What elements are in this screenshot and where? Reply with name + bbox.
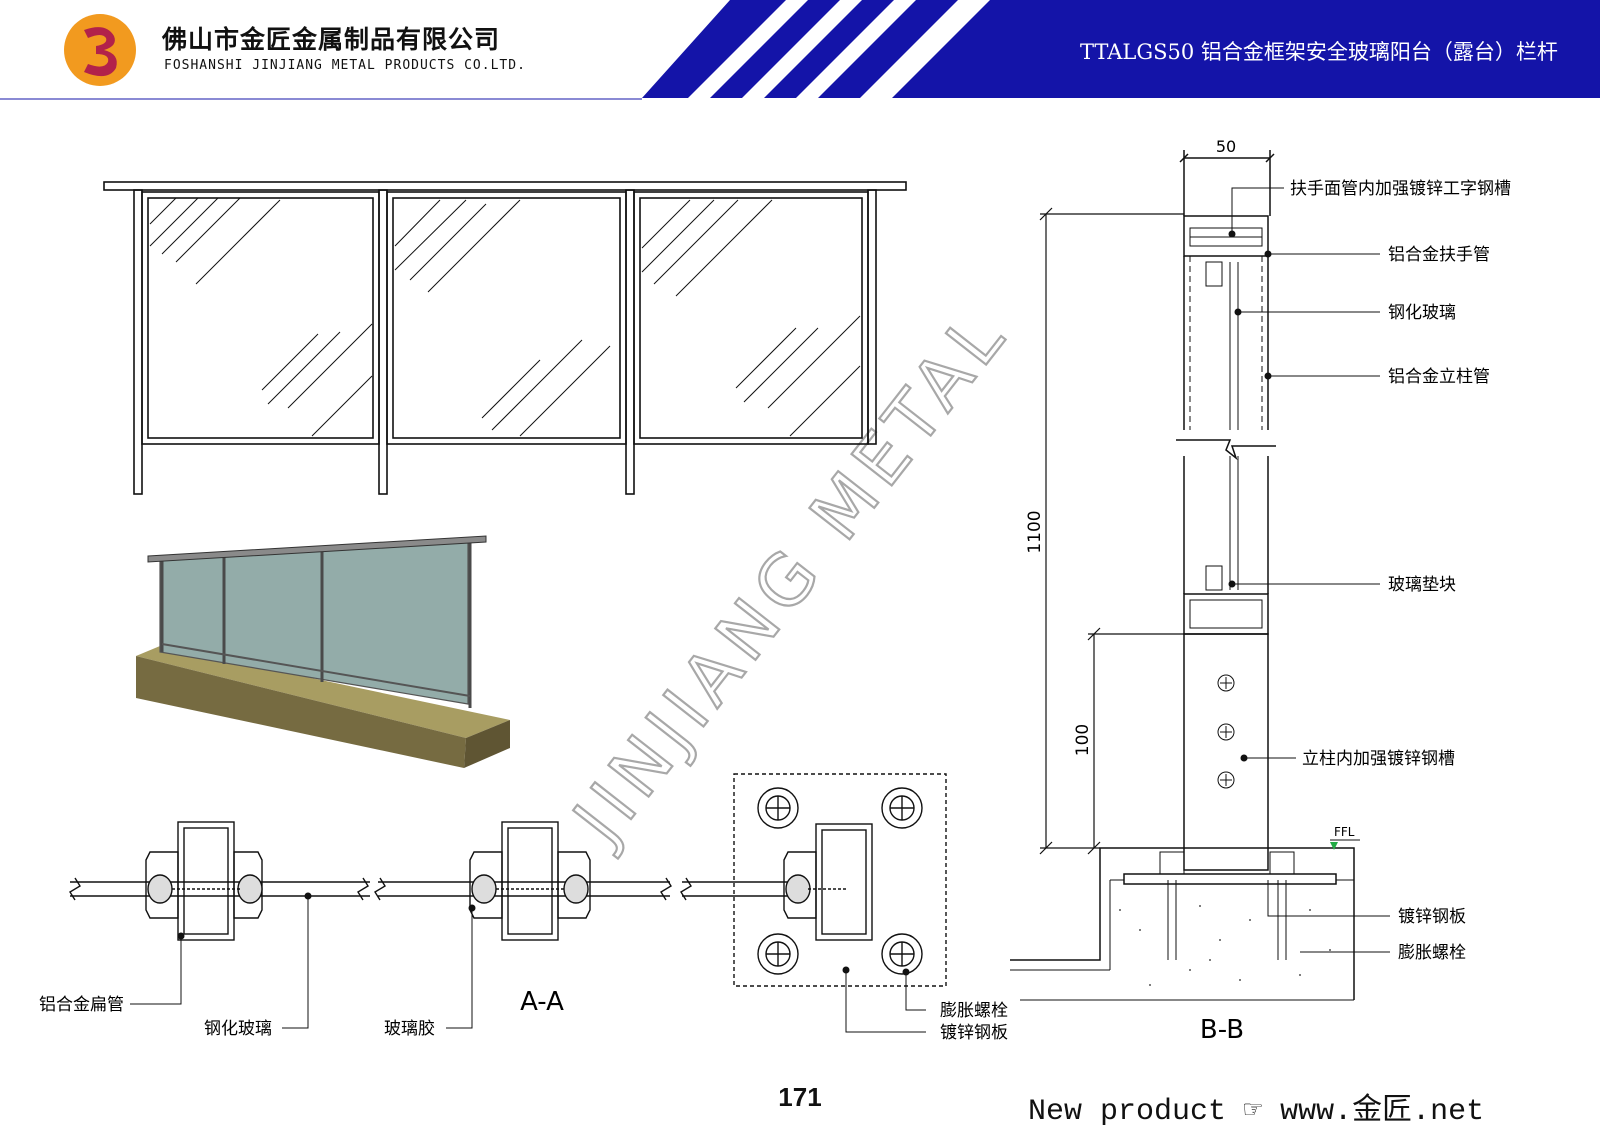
base-front [136,656,466,768]
perspective-view [136,535,510,768]
header-banner [0,0,1600,100]
flat-tube [177,821,235,941]
company-name-en: FOSHANSHI JINJIANG METAL PRODUCTS CO.LTD… [164,58,526,73]
label-i-beam: 扶手面管内加强镀锌工字钢槽 [1290,179,1511,199]
glass-sealant [471,874,497,904]
label-tempered-glass-aa: 钢化玻璃 [204,1019,272,1039]
ffl-label: FFL [1334,825,1355,839]
page-number: 171 [778,1082,822,1112]
footer-website-link[interactable]: New product ☞ www.金匠.net [1028,1095,1485,1129]
label-post-channel: 立柱内加强镀锌钢槽 [1302,749,1455,769]
glass-clip [233,851,263,919]
label-galvanized-plate-aa: 镀锌钢板 [940,1023,1008,1043]
glass-spacer [1205,565,1223,591]
banner-stripe [860,0,990,98]
base-end [464,720,510,768]
flat-tube [501,821,559,941]
label-handrail: 铝合金扶手管 [1388,245,1490,265]
flat-tube [815,823,873,941]
steel-channel [1183,633,1269,871]
glass-frame [141,191,380,445]
label-galvanized-plate-bb: 镀锌钢板 [1398,907,1466,927]
section-aa-leaders [130,896,926,1033]
page-header: 佛山市金匠金属制品有限公司 FOSHANSHI JINJIANG METAL P… [0,0,1600,100]
concrete-speckle [1119,905,1331,986]
label-glass-spacer: 玻璃垫块 [1388,575,1456,595]
perspective-posts [160,539,472,708]
bb-dimensions [1039,207,1184,855]
glass-clip [145,851,179,919]
section-aa-title: A-A [520,987,564,1017]
glass-sealant [147,874,173,904]
glass-pane [639,197,863,439]
glass-pane [392,197,621,439]
glass-pane [147,197,374,439]
label-expansion-bolt-bb: 膨胀螺栓 [1398,943,1466,963]
banner-stripe [742,0,862,98]
glass-frame [633,191,869,445]
dimension-width: 50 [1216,137,1236,156]
dimension-base: 100 [1073,724,1093,756]
glass-clip-top [1205,261,1223,287]
glass-sealant [785,874,811,904]
glass-clip [557,851,591,919]
glass-sealant [563,874,589,904]
dimension-height: 1100 [1025,510,1045,553]
base-plate [733,773,947,987]
section-aa-dots [177,892,910,976]
anchor-bolt [757,787,923,975]
post [378,189,388,495]
post [625,189,635,495]
base-top [136,646,510,738]
drawing-title: TTALGS50 铝合金框架安全玻璃阳台（露台）栏杆 [1080,40,1558,64]
handrail-tube [1183,215,1269,257]
section-bb [1010,150,1355,1001]
label-expansion-bolt-aa: 膨胀螺栓 [940,1001,1008,1021]
concrete-slab [1010,847,1355,1000]
company-name-cn: 佛山市金匠金属制品有限公司 [162,25,501,54]
perspective-handrail [147,535,487,563]
handrail [103,181,907,191]
label-tempered-glass-bb: 钢化玻璃 [1388,303,1456,323]
section-aa [69,773,947,987]
front-elevation [103,181,907,495]
glass-sealant [237,874,263,904]
post [133,189,143,495]
channel-screws [1217,674,1235,789]
banner-stripe [688,0,808,98]
banner-stripe [796,0,916,98]
ffl-marker-icon [1330,842,1338,850]
label-post-tube: 铝合金立柱管 [1388,367,1490,387]
technical-drawing: JINJIANG METAL [39,137,1511,1045]
label-glass-sealant: 玻璃胶 [384,1019,435,1039]
glass-clip [783,851,817,919]
section-bb-leaders [1231,187,1390,953]
section-bb-dots [1228,230,1272,762]
perspective-bottom-rail [161,643,471,697]
label-flat-tube: 铝合金扁管 [39,995,124,1015]
section-bb-title: B-B [1200,1015,1244,1045]
glass-frame [386,191,627,445]
galvanized-plate [1123,873,1337,885]
glass-reflections [149,197,861,437]
company-logo-icon [64,14,136,86]
glass-strip [69,877,808,901]
